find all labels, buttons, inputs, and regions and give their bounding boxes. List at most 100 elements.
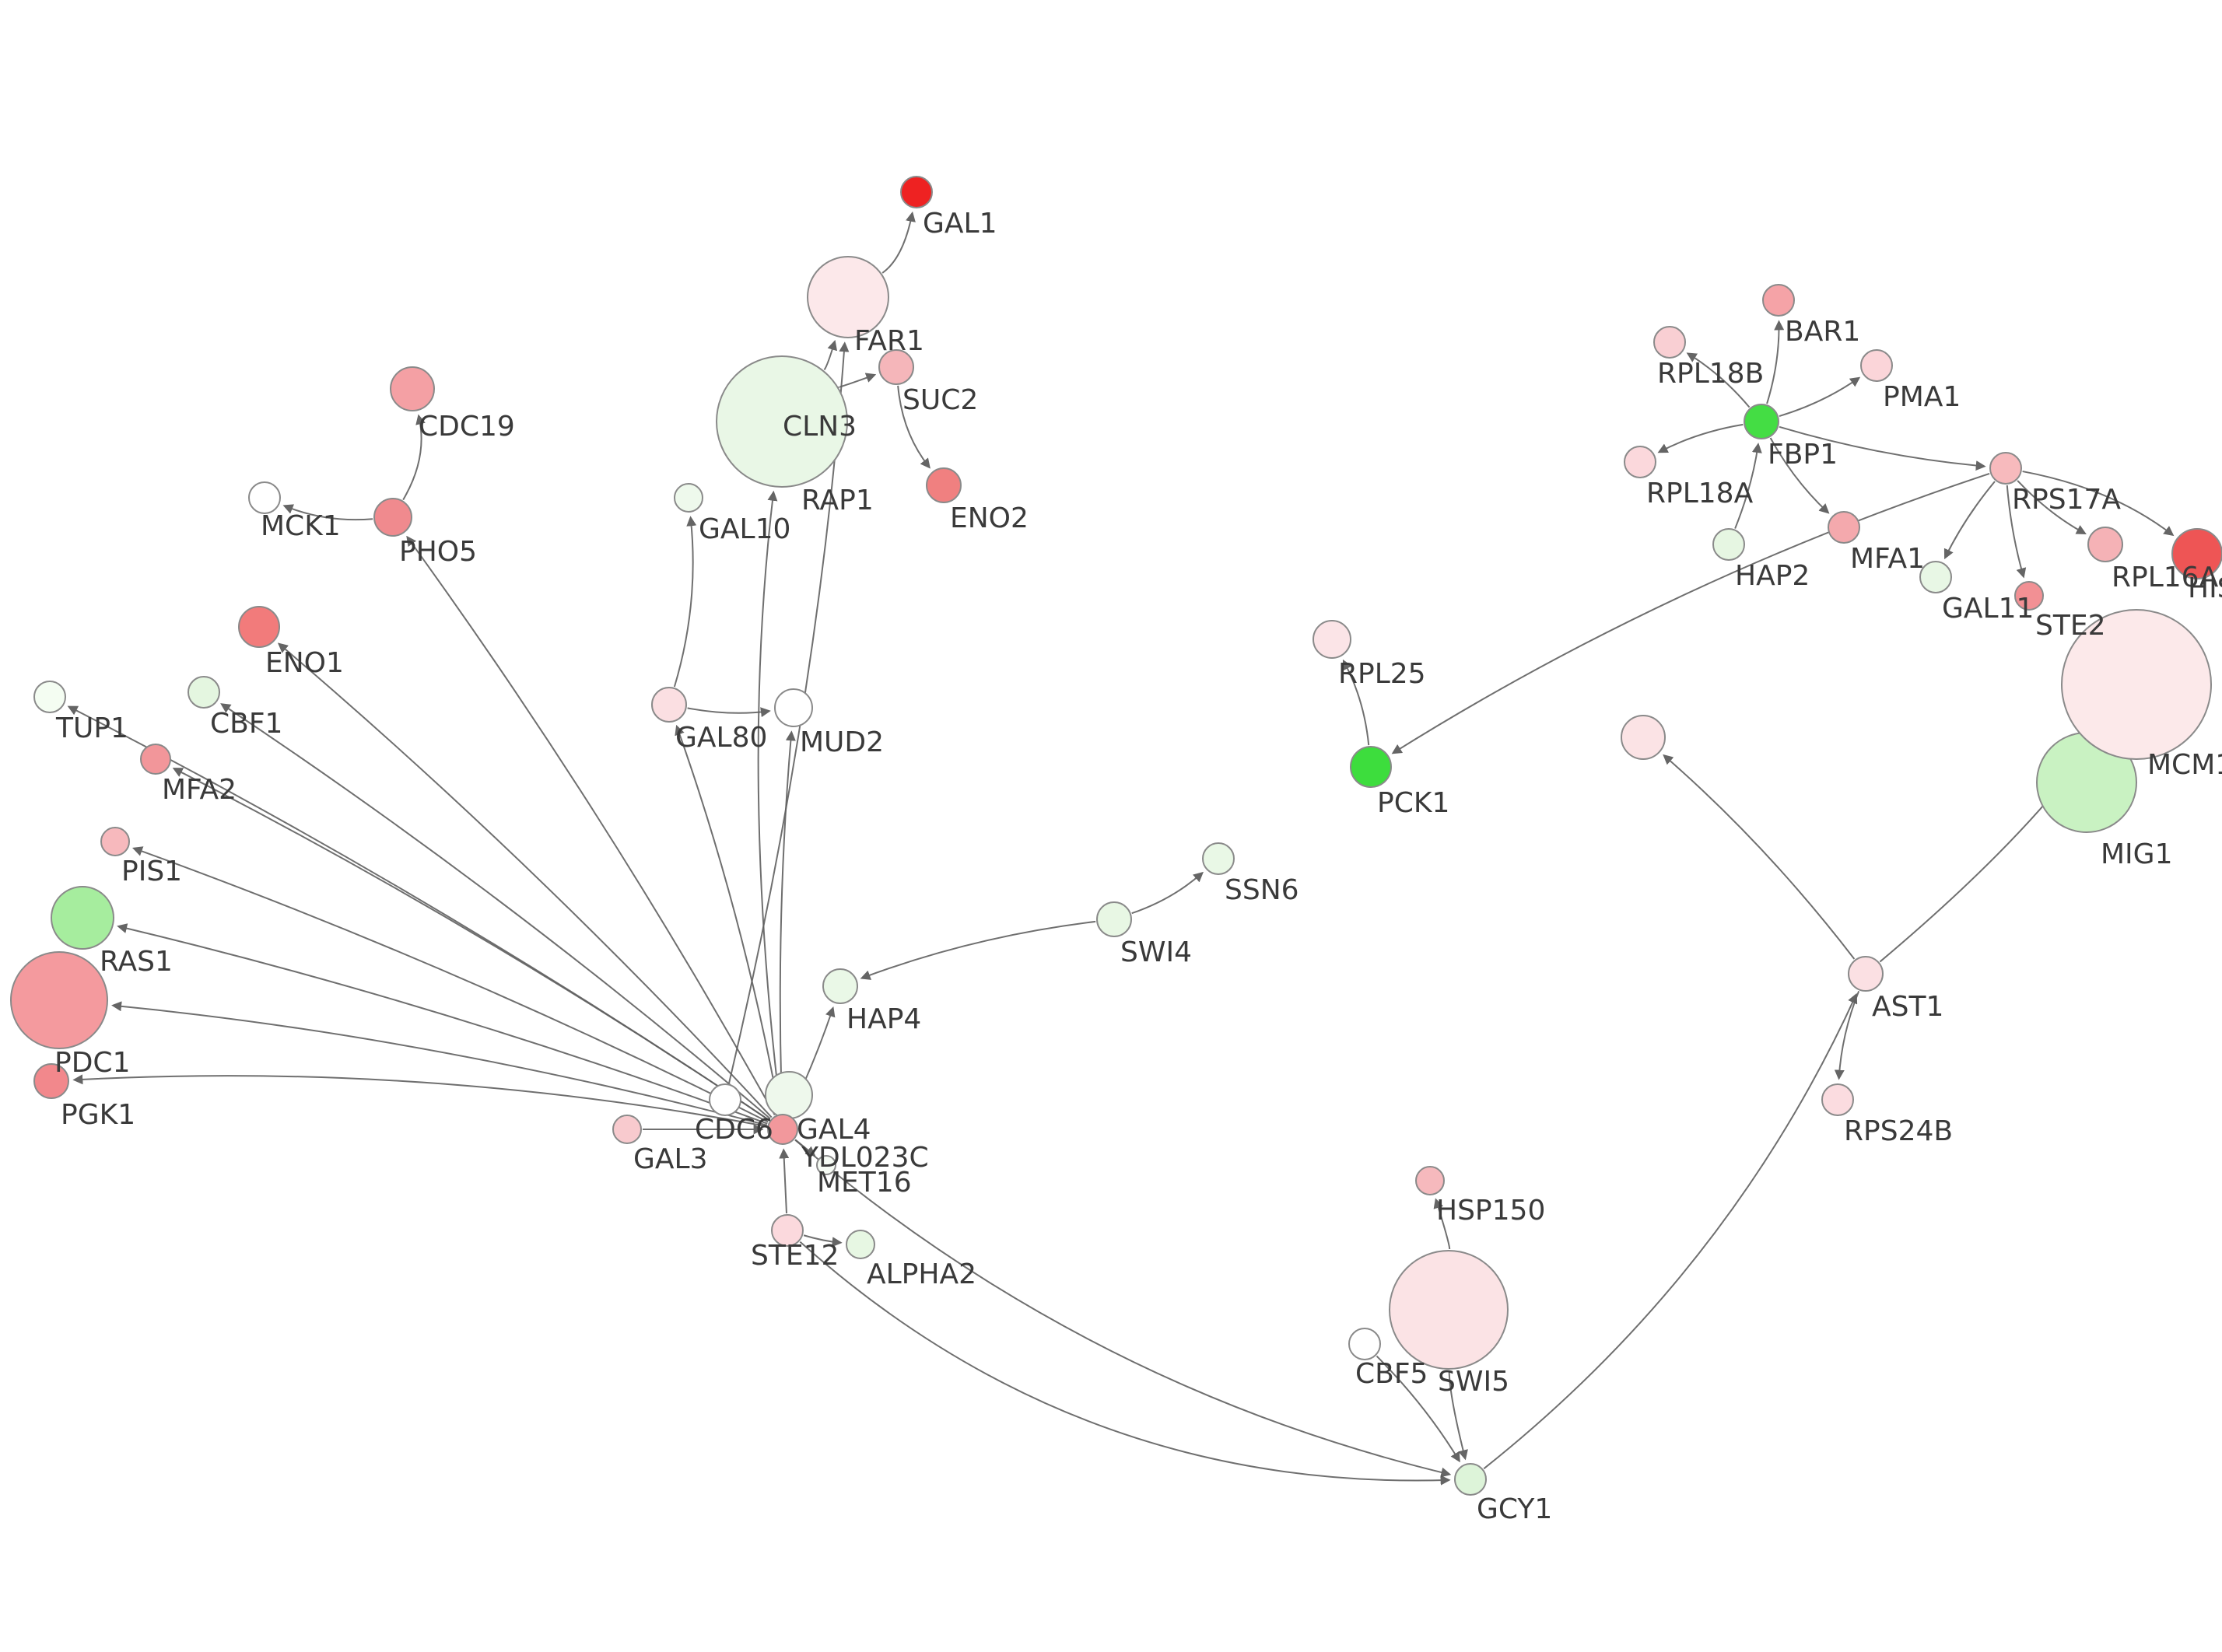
node-label-SUC2: SUC2 [902,384,978,416]
node-label-MCK1: MCK1 [261,510,341,542]
node-RPL25[interactable] [1313,620,1351,659]
node-label-RPL18B: RPL18B [1657,358,1764,390]
node-PDC1[interactable] [10,951,108,1049]
node-YDL023C[interactable] [765,1071,813,1119]
node-RAP1[interactable] [716,355,848,488]
node-RPL18B[interactable] [1653,326,1686,359]
edge-RPS17A-HIS4 [2022,471,2175,537]
node-HIS4[interactable] [2171,528,2222,579]
edge-GAL4-TUP1 [67,705,770,1122]
node-MUD2[interactable] [774,688,813,727]
node-label-PDC1: PDC1 [54,1047,130,1079]
edge-FBP1-MFA1 [1769,437,1830,514]
node-AST1[interactable] [1848,956,1884,992]
node-label-HAP4: HAP4 [846,1003,921,1035]
node-CDC6[interactable] [709,1083,741,1116]
node-HAP2[interactable] [1712,528,1745,561]
node-label-TUP1: TUP1 [55,712,128,744]
node-RAS1[interactable] [51,886,114,950]
node-CBF5[interactable] [1348,1328,1381,1360]
node-label-CBF5: CBF5 [1355,1358,1428,1390]
node-label-RPL18A: RPL18A [1646,478,1754,509]
edge-GAL4-GCY1 [794,1139,1452,1478]
node-label-RPS24B: RPS24B [1844,1115,1953,1147]
edge-RAP1-SUC2 [838,373,877,388]
node-label-ENO2: ENO2 [950,502,1029,534]
node-label-SWI5: SWI5 [1438,1366,1509,1398]
node-MET16[interactable] [816,1155,836,1175]
node-MCK1[interactable] [248,481,281,514]
node-GAL3[interactable] [612,1115,642,1144]
node-label-GAL11: GAL11 [1942,593,2034,625]
node-RPL16A[interactable] [2087,527,2123,562]
node-label-FBP1: FBP1 [1768,439,1838,471]
node-TUP1[interactable] [33,681,66,713]
node-GAL4[interactable] [767,1114,798,1145]
node-GAL1[interactable] [900,176,933,208]
node-label-HIS4: HIS4 [2188,572,2222,604]
node-label-SSN6: SSN6 [1225,874,1299,906]
edge-GAL4-CBF1 [220,703,771,1120]
node-HAP4[interactable] [822,968,858,1004]
node-PGK1[interactable] [33,1063,69,1099]
node-CDC19[interactable] [390,366,435,411]
edge-SWI5-GCY1 [1448,1370,1468,1461]
node-label-SWI4: SWI4 [1120,936,1192,968]
node-label-RPS17A: RPS17A [2012,484,2121,516]
edge-GAL80-GAL10 [673,516,697,688]
node-label-RAP1: RAP1 [801,485,874,516]
node-ENO1[interactable] [238,606,280,648]
edge-GAL4-RAS1 [117,923,768,1125]
node-label-CLN3: CLN3 [783,411,857,443]
node-ALPHA2[interactable] [846,1230,875,1259]
node-BAR1[interactable] [1762,284,1795,317]
node-PHO5[interactable] [373,498,412,537]
node-GCY1[interactable] [1454,1463,1487,1496]
node-X1[interactable] [1621,715,1666,760]
node-label-RPL16A: RPL16A [2112,562,2219,593]
node-label-ENO1: ENO1 [265,647,344,679]
node-MCM1[interactable] [2061,609,2212,760]
node-STE12[interactable] [771,1214,804,1247]
edge-GAL4-PIS1 [132,846,769,1123]
edge-RPS17A-GAL11 [1943,481,1996,560]
node-PIS1[interactable] [100,827,130,856]
node-label-MFA2: MFA2 [162,774,237,806]
node-SWI4[interactable] [1096,901,1132,937]
node-STE2[interactable] [2014,581,2044,611]
node-ENO2[interactable] [926,467,962,503]
node-RPS24B[interactable] [1821,1083,1854,1116]
node-SWI5[interactable] [1389,1250,1509,1370]
node-SUC2[interactable] [878,349,914,385]
node-FAR1[interactable] [807,256,889,338]
node-SSN6[interactable] [1202,842,1235,875]
edge-HAP2-FBP1 [1734,443,1762,529]
edge-SWI5-HSP150 [1433,1198,1451,1250]
node-label-PGK1: PGK1 [61,1099,135,1131]
node-GAL80[interactable] [651,687,687,723]
node-MFA1[interactable] [1828,511,1860,544]
node-RPS17A[interactable] [1989,452,2022,485]
node-FBP1[interactable] [1744,404,1779,439]
node-label-CDC19: CDC19 [419,411,515,443]
node-HSP150[interactable] [1415,1166,1445,1195]
edge-FBP1-RPL18A [1657,423,1744,453]
node-label-PIS1: PIS1 [121,856,182,887]
node-label-PHO5: PHO5 [399,536,477,568]
node-RPL18A[interactable] [1624,446,1656,478]
node-label-CBF1: CBF1 [210,708,282,740]
node-GAL10[interactable] [674,483,703,513]
edge-SWI4-SSN6 [1131,871,1204,915]
edge-GAL4-PDC1 [111,1001,767,1126]
node-label-GAL80: GAL80 [675,722,767,754]
node-label-PCK1: PCK1 [1377,787,1449,819]
node-MFA2[interactable] [140,744,171,775]
node-PCK1[interactable] [1350,746,1392,788]
node-CBF1[interactable] [188,676,220,709]
node-PMA1[interactable] [1860,349,1893,382]
node-label-YDL023C: YDL023C [801,1142,929,1174]
edge-GAL4-PGK1 [72,1074,767,1128]
edge-GAL4-GAL80 [675,724,781,1114]
node-GAL11[interactable] [1919,561,1952,593]
